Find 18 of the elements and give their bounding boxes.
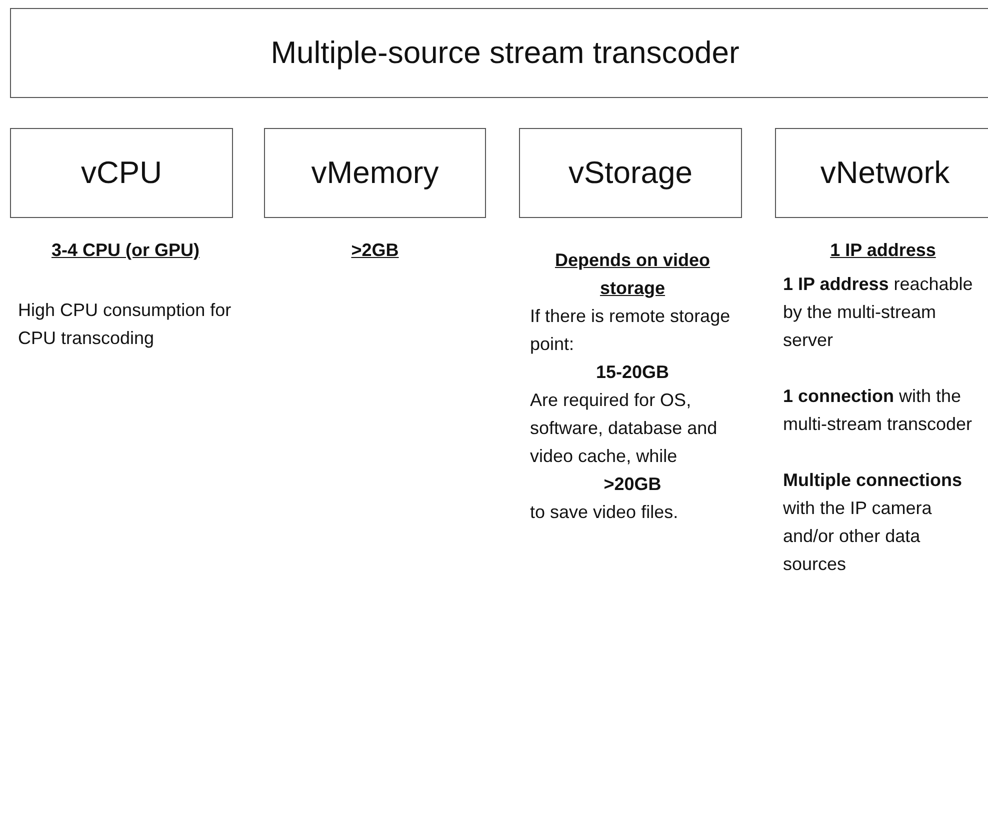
spec-heading: Depends on video storage <box>554 249 712 300</box>
spec-heading: 1 IP address <box>829 239 937 262</box>
spec-text: 1 connection with the multi-stream transcoder <box>783 385 974 436</box>
spec-text: Are required for OS, software, database and video cache, while <box>530 389 718 468</box>
spec-text: Multiple connections with the IP camera and/or other data sources <box>783 469 964 576</box>
component-box: vMemory <box>264 128 486 218</box>
spec-heading: >2GB <box>350 239 400 262</box>
spec-heading: 3-4 CPU (or GPU) <box>50 239 201 262</box>
component-box: vNetwork <box>775 128 988 218</box>
spec-text: to save video files. <box>530 501 680 524</box>
spec-value: 15-20GB <box>594 361 670 384</box>
title-box: Multiple-source stream transcoder <box>10 8 988 98</box>
component-box: vStorage <box>519 128 742 218</box>
spec-text: High CPU consumption for CPU transcoding <box>18 299 232 350</box>
spec-value: >20GB <box>602 473 662 496</box>
component-box: vCPU <box>10 128 233 218</box>
spec-text: If there is remote storage point: <box>530 305 732 356</box>
spec-text: 1 IP address reachable by the multi-stream server <box>783 273 974 352</box>
